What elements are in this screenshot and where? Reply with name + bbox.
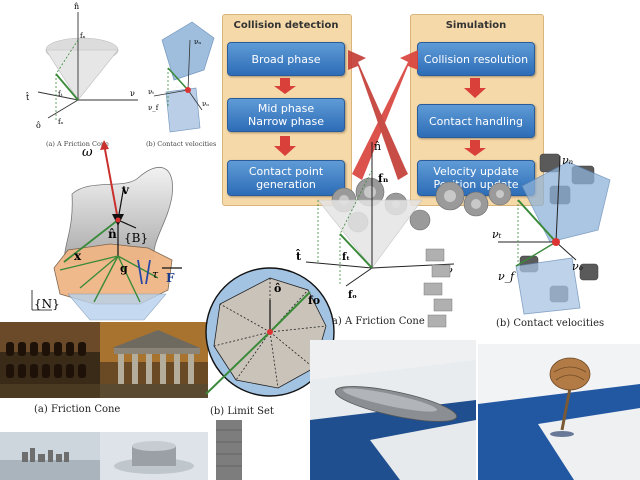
pipeline-flowchart: Collision detection Simulation Broad pha… (222, 14, 544, 206)
label-t-hat: t̂ (25, 91, 30, 102)
label-o-hat: ô (36, 121, 41, 130)
broad-phase-label: Broad phase (251, 52, 321, 66)
contact-point-generation-box: Contact point generation (227, 160, 345, 196)
label-nu-f: ν_f (498, 270, 516, 283)
arrow-down-4 (464, 140, 486, 156)
mushroom-floor-render (478, 344, 640, 480)
ring-tower-render (100, 432, 208, 480)
small-friction-cone-figure: n̂ fₙ t̂ fₜ ô fₒ ν (a) A Friction Cone (20, 0, 140, 152)
label-nu: ν (130, 89, 135, 98)
label-n-hat: n̂ (374, 140, 381, 153)
caption-small-contact-velocities: (b) Contact velocities (146, 140, 217, 148)
collision-detection-title: Collision detection (233, 20, 339, 31)
block-stack-render (420, 245, 460, 331)
label-F: F (166, 271, 175, 285)
label-N: {N} (34, 297, 60, 311)
label-nu-o: νₒ (202, 100, 209, 108)
label-f-o: fₒ (58, 118, 64, 126)
label-x: x (74, 249, 82, 263)
label-f-n: fₙ (80, 32, 86, 40)
arrow-down-3 (464, 78, 486, 98)
label-f-o: fo (308, 294, 320, 307)
caption-limit-set: (b) Limit Set (210, 406, 274, 417)
collision-resolution-label: Collision resolution (423, 52, 529, 66)
mid-narrow-phase-label: Mid phase Narrow phase (248, 102, 324, 128)
small-contact-velocities-figure: νₙ νₜ νₒ ν_f (b) Contact velocities (140, 10, 230, 152)
label-B: {B} (124, 231, 148, 245)
temple-render (100, 322, 208, 398)
label-f-t: fₜ (58, 90, 63, 98)
label-nu-t: νₜ (148, 88, 154, 96)
cross-arrows (348, 50, 418, 180)
label-nu-n: νₙ (562, 154, 573, 167)
rigid-body-diagram: ω v {B} n̂ x g τ F {N} (20, 138, 210, 324)
label-tau: τ (152, 268, 159, 281)
stone-floor-render (310, 340, 476, 480)
rubble-render (0, 432, 100, 480)
broad-phase-box: Broad phase (227, 42, 345, 76)
contact-handling-box: Contact handling (417, 104, 535, 138)
label-f-n: fₙ (378, 172, 389, 185)
large-contact-velocities-figure: νₙ νₜ νₒ ν_f (b) Contact velocities (480, 146, 640, 334)
label-omega: ω (82, 145, 93, 160)
label-nu-o: νₒ (572, 260, 583, 273)
velocity-position-update-box: Velocity update Position update (417, 160, 535, 196)
limit-set-figure: ô fo (b) Limit Set (200, 260, 340, 424)
label-o-hat: ô (274, 282, 281, 295)
label-nu-f: ν_f (148, 104, 160, 112)
label-f-t: fₜ (342, 252, 350, 263)
caption-small-friction-cone: (a) A Friction Cone (46, 140, 109, 148)
label-g: g (120, 262, 128, 275)
label-n-hat: n̂ (108, 227, 117, 241)
label-n-hat: n̂ (74, 2, 79, 11)
caption-large-contact-velocities: (b) Contact velocities (496, 318, 605, 329)
caption-friction-cone-renders: (a) Friction Cone (34, 404, 121, 415)
column-render (210, 420, 250, 480)
arrow-down-1 (274, 78, 296, 94)
contact-handling-label: Contact handling (428, 114, 524, 128)
simulation-title: Simulation (445, 20, 507, 31)
colosseum-render (0, 322, 100, 398)
label-nu-t: νₜ (492, 228, 502, 241)
label-f-o: fₒ (348, 290, 357, 301)
caption-large-friction-cone: (a) A Friction Cone (328, 316, 425, 327)
label-t-hat: t̂ (296, 249, 302, 263)
arrow-down-2 (274, 136, 296, 156)
label-v: v (121, 183, 130, 197)
label-nu-n: νₙ (194, 38, 201, 46)
mid-narrow-phase-box: Mid phase Narrow phase (227, 98, 345, 132)
contact-point-generation-label: Contact point generation (248, 165, 324, 191)
large-friction-cone-figure: n̂ fₙ t̂ fₜ fₒ ν (a) A Friction Cone (282, 136, 472, 332)
collision-resolution-box: Collision resolution (417, 42, 535, 76)
